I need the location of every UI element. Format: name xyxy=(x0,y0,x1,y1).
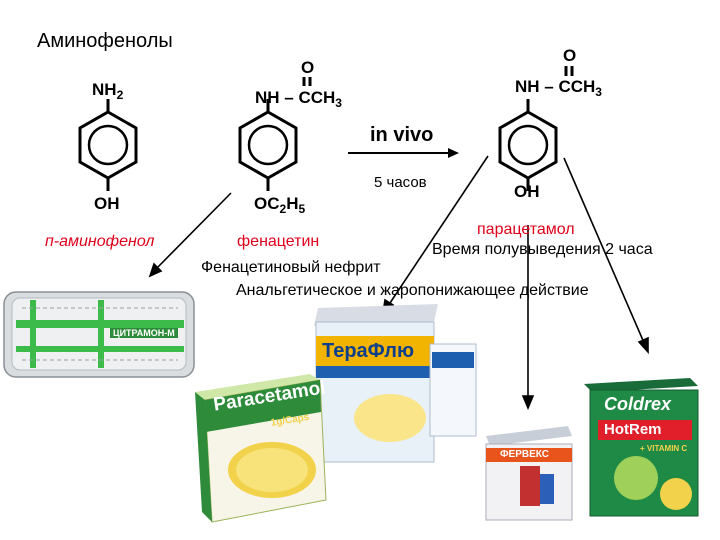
page-title: Аминофенолы xyxy=(37,30,173,52)
action-note: Анальгетическое и жаропонижающее действи… xyxy=(236,282,589,299)
paracetamol-ring xyxy=(498,66,574,191)
phenacetin-top-group: NH – CCH3 xyxy=(255,88,342,110)
fervex-box xyxy=(485,426,573,521)
paracetamol-box xyxy=(195,374,327,523)
aminophenol-top-group: NH2 xyxy=(92,80,124,102)
nephritis-note: Фенацетиновый нефрит xyxy=(201,259,381,276)
reaction-time: 5 часов xyxy=(374,174,427,191)
hotrem-label: HotRem xyxy=(604,421,662,438)
coldrex-label: Coldrex xyxy=(604,394,672,414)
paracetamol-carbonyl-o: O xyxy=(563,46,577,65)
phenacetin-ring xyxy=(238,77,312,191)
aminophenol-bottom-group: OH xyxy=(94,194,120,213)
aminophenol-label: п-аминофенол xyxy=(45,233,155,250)
reaction-arrow xyxy=(348,148,459,158)
phenacetin-label: фенацетин xyxy=(237,233,320,250)
paracetamol-top-group: NH – CCH3 xyxy=(515,77,602,99)
aminophenol-ring xyxy=(78,99,138,191)
citramon-label: ЦИТРАМОН-М xyxy=(110,328,178,338)
paracetamol-bottom-group: OH xyxy=(514,182,540,201)
citramon-blister xyxy=(3,291,195,378)
vitamin-label: + VITAMIN C xyxy=(640,444,688,453)
phenacetin-carbonyl-o: O xyxy=(301,58,315,77)
theraflu-label: ТераФлю xyxy=(322,340,415,362)
reaction-condition: in vivo xyxy=(370,124,434,146)
fervex-label: ФЕРВЕКС xyxy=(500,449,549,460)
paracetamol-label: парацетамол xyxy=(477,221,575,238)
theraflu-box xyxy=(314,304,477,463)
half-life-note: Время полувыведения 2 часа xyxy=(432,241,653,258)
phenacetin-bottom-group: OC2H5 xyxy=(254,194,306,216)
coldrex-box xyxy=(584,378,699,517)
